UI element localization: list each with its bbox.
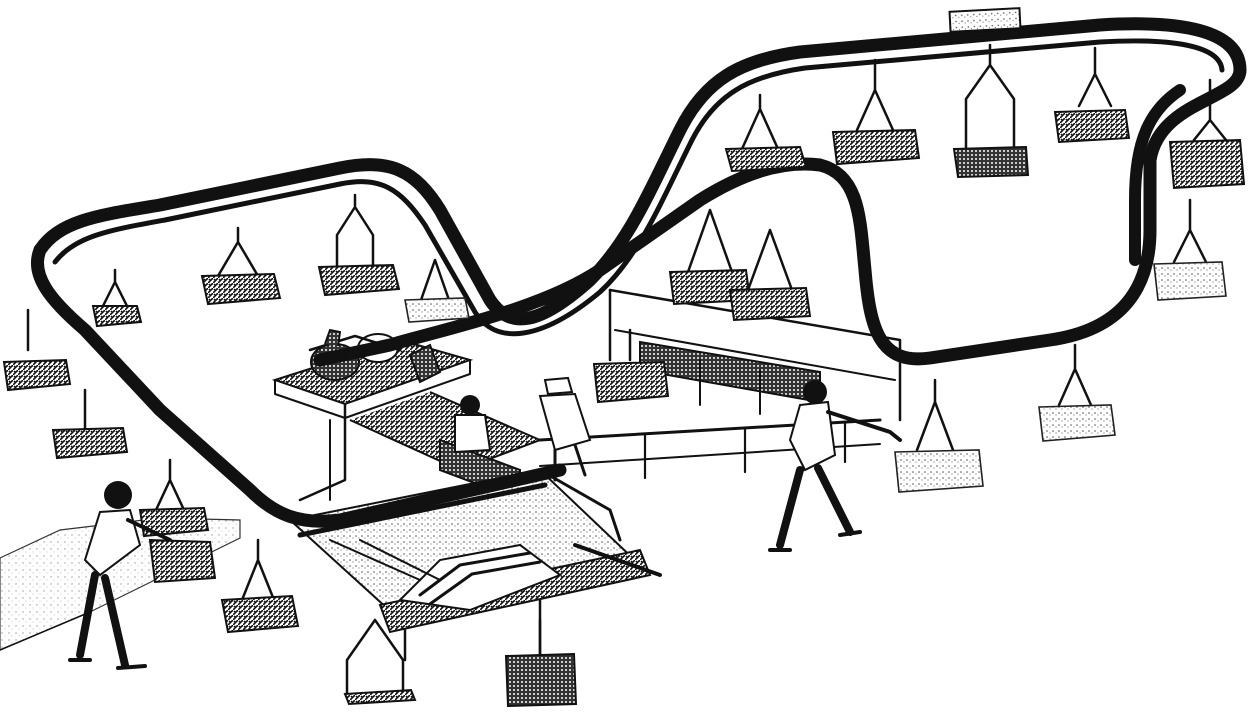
carrier	[504, 618, 578, 708]
carrier	[200, 226, 282, 306]
carrier	[51, 388, 129, 460]
carrier	[952, 43, 1030, 179]
carrier	[317, 193, 401, 297]
worker	[68, 481, 217, 670]
carrier	[1038, 343, 1116, 442]
lower-framework	[287, 468, 662, 662]
work-platform	[538, 288, 902, 482]
carrier	[138, 458, 210, 538]
carrier	[592, 328, 670, 404]
carrier	[728, 228, 812, 322]
worker	[454, 395, 492, 454]
carrier	[404, 258, 470, 323]
carrier	[220, 538, 300, 634]
carrier-group	[2, 43, 1246, 708]
carrier	[831, 58, 921, 166]
worker	[538, 376, 592, 482]
carrier	[894, 378, 984, 493]
overhead-rail-track	[30, 7, 1247, 528]
carrier	[1168, 78, 1246, 190]
carrier	[1153, 198, 1227, 301]
carrier	[2, 308, 72, 392]
carrier	[1053, 46, 1131, 144]
carrier	[724, 93, 808, 173]
drive-unit	[271, 328, 543, 502]
carrier	[91, 268, 143, 328]
carrier	[343, 618, 417, 706]
worker	[768, 380, 902, 552]
